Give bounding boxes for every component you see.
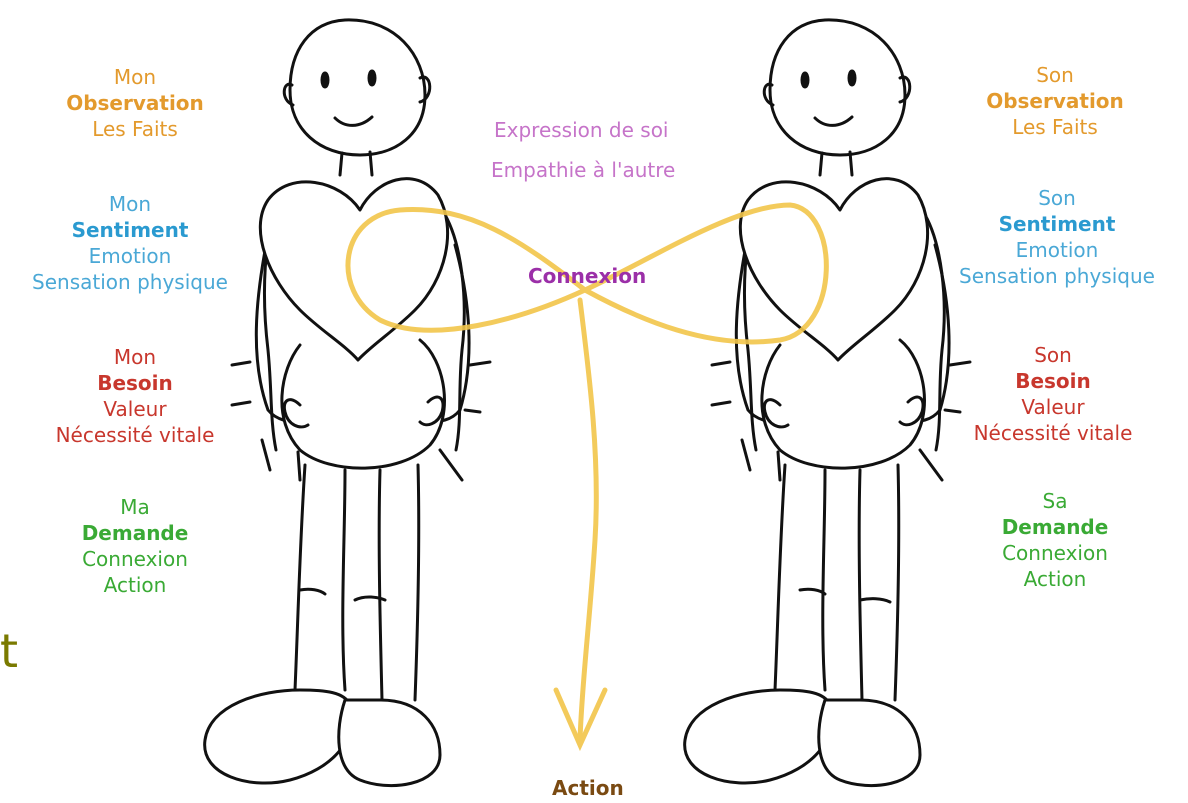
left-observation-line3: Les Faits [35,116,235,142]
left-besoin-line4: Nécessité vitale [30,422,240,448]
left-besoin-group: Mon Besoin Valeur Nécessité vitale [30,344,240,448]
left-besoin-line3: Valeur [30,396,240,422]
right-sentiment-line1: Son [942,185,1172,211]
right-sentiment-line3: Emotion [942,237,1172,263]
right-observation-line3: Les Faits [955,114,1155,140]
left-demande-line4: Action [35,572,235,598]
left-demande-line3: Connexion [35,546,235,572]
right-person [685,20,970,786]
empathie-label: Empathie à l'autre [491,158,675,182]
left-sentiment-line4: Sensation physique [15,269,245,295]
right-observation-line1: Son [955,62,1155,88]
right-demande-heading: Demande [955,514,1155,540]
left-sentiment-line1: Mon [15,191,245,217]
left-demande-heading: Demande [35,520,235,546]
left-besoin-heading: Besoin [30,370,240,396]
left-demande-line1: Ma [35,494,235,520]
right-besoin-line4: Nécessité vitale [948,420,1158,446]
right-demande-line1: Sa [955,488,1155,514]
edge-letter-fragment: t [0,626,18,676]
left-observation-line1: Mon [35,64,235,90]
connexion-label: Connexion [528,264,646,288]
right-besoin-line3: Valeur [948,394,1158,420]
left-besoin-line1: Mon [30,344,240,370]
expression-de-soi-label: Expression de soi [494,118,669,142]
right-sentiment-heading: Sentiment [942,211,1172,237]
right-observation-group: Son Observation Les Faits [955,62,1155,140]
left-sentiment-line3: Emotion [15,243,245,269]
right-demande-group: Sa Demande Connexion Action [955,488,1155,592]
right-demande-line3: Connexion [955,540,1155,566]
left-observation-group: Mon Observation Les Faits [35,64,235,142]
right-besoin-line1: Son [948,342,1158,368]
right-besoin-heading: Besoin [948,368,1158,394]
left-sentiment-group: Mon Sentiment Emotion Sensation physique [15,191,245,295]
action-label: Action [552,776,624,800]
right-besoin-group: Son Besoin Valeur Nécessité vitale [948,342,1158,446]
left-sentiment-heading: Sentiment [15,217,245,243]
right-demande-line4: Action [955,566,1155,592]
left-observation-heading: Observation [35,90,235,116]
right-sentiment-group: Son Sentiment Emotion Sensation physique [942,185,1172,289]
left-person [205,20,490,786]
right-sentiment-line4: Sensation physique [942,263,1172,289]
right-observation-heading: Observation [955,88,1155,114]
left-demande-group: Ma Demande Connexion Action [35,494,235,598]
